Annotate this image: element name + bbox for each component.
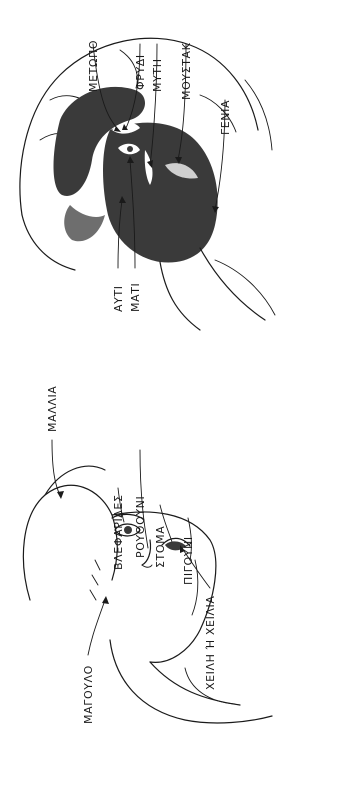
label-eye: ΜΑΤΙ: [129, 283, 142, 312]
label-nose: ΜΥΤΗ: [151, 58, 164, 92]
label-eyebrow: ΦΡΥΔΙ: [134, 54, 147, 90]
label-hair: ΜΑΛΛΙΑ: [46, 386, 59, 432]
label-lips: ΧΕΙΛΗ Ή ΧΕΙΛΙΑ: [204, 595, 217, 690]
label-nostril: ΡΟΥΘΟΥΝΙ: [134, 496, 147, 558]
label-cheek: ΜΑΓΟΥΛΟ: [82, 665, 95, 724]
label-beard: ΓΕΝΙΑ: [219, 100, 232, 135]
label-chin: ΠΙΓΟΥΝΙ: [182, 536, 195, 585]
labels-left-figure: ΜΑΛΛΙΑ ΒΛΕΦΑΡΙΔΕΣ ΡΟΥΘΟΥΝΙ ΣΤΟΜΑ ΠΙΓΟΥΝΙ…: [46, 386, 217, 724]
label-forehead: ΜΕΤΩΠΟ: [87, 40, 100, 92]
left-face-illustration: [23, 466, 272, 723]
label-moustache: ΜΟΥΣΤΑΚ: [180, 42, 193, 100]
label-ear: ΑΥΤΙ: [112, 285, 125, 312]
label-mouth: ΣΤΟΜΑ: [154, 526, 167, 568]
right-face-illustration: [20, 38, 275, 330]
label-eyelashes: ΒΛΕΦΑΡΙΔΕΣ: [112, 494, 125, 570]
